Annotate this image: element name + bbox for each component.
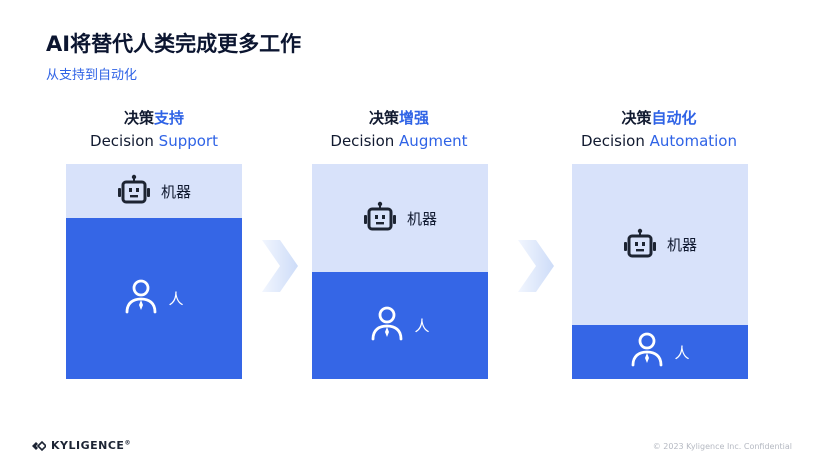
copyright-text: © 2023 Kyligence Inc. Confidential <box>652 442 792 451</box>
human-label: 人 <box>414 317 430 335</box>
human-section: 人 <box>312 272 488 379</box>
human-section: 人 <box>572 325 748 379</box>
heading-en-accent: Support <box>158 132 218 150</box>
machine-label: 机器 <box>406 209 437 228</box>
robot-icon <box>363 201 397 235</box>
heading-zh-accent: 自动化 <box>651 109 697 127</box>
column-heading-support: 决策支持 Decision Support <box>59 108 249 152</box>
heading-zh: 决策支持 <box>59 108 249 128</box>
chevron-right-arrow-icon <box>262 240 298 292</box>
machine-section: 机器 <box>312 164 488 272</box>
machine-row: 机器 <box>572 228 748 262</box>
heading-en: Decision Support <box>59 130 249 152</box>
heading-zh-prefix: 决策 <box>621 109 652 127</box>
heading-en-accent: Automation <box>649 132 737 150</box>
human-label: 人 <box>674 343 690 362</box>
heading-en-accent: Augment <box>399 132 468 150</box>
panel-automation: 机器 人 <box>572 164 748 379</box>
footer-logo: KYLIGENCE® <box>32 439 131 452</box>
machine-section: 机器 <box>66 164 242 218</box>
heading-zh-prefix: 决策 <box>123 109 154 127</box>
heading-zh-accent: 支持 <box>154 109 185 127</box>
person-icon <box>630 332 664 372</box>
brand-name: KYLIGENCE® <box>51 439 131 452</box>
panel-support: 机器 人 <box>66 164 242 379</box>
machine-section: 机器 <box>572 164 748 325</box>
slide-title: AI将替代人类完成更多工作 <box>46 32 302 56</box>
machine-row: 机器 <box>66 174 242 208</box>
column-heading-augment: 决策增强 Decision Augment <box>304 108 494 152</box>
heading-en-prefix: Decision <box>90 132 159 150</box>
heading-zh-accent: 增强 <box>399 109 430 127</box>
heading-zh-prefix: 决策 <box>368 109 399 127</box>
machine-label: 机器 <box>666 236 697 254</box>
human-label: 人 <box>168 290 184 308</box>
panel-augment: 机器 人 <box>312 164 488 379</box>
machine-row: 机器 <box>312 201 488 235</box>
heading-en: Decision Augment <box>304 130 494 152</box>
human-row: 人 <box>66 279 242 319</box>
registered-mark: ® <box>124 439 131 447</box>
kyligence-logo-icon <box>32 440 46 451</box>
person-icon <box>124 279 158 319</box>
brand-text: KYLIGENCE <box>51 439 125 452</box>
chevron-right-arrow-icon <box>518 240 554 292</box>
heading-en: Decision Automation <box>564 130 754 152</box>
slide-subtitle: 从支持到自动化 <box>46 68 138 83</box>
human-row: 人 <box>572 332 748 372</box>
human-row: 人 <box>312 306 488 346</box>
column-heading-automation: 决策自动化 Decision Automation <box>564 108 754 152</box>
heading-zh: 决策增强 <box>304 108 494 128</box>
heading-en-prefix: Decision <box>330 132 400 150</box>
human-section: 人 <box>66 218 242 379</box>
machine-label: 机器 <box>160 182 191 201</box>
robot-icon <box>117 174 151 208</box>
person-icon <box>370 306 404 346</box>
heading-en-prefix: Decision <box>580 132 650 150</box>
robot-icon <box>623 228 657 262</box>
heading-zh: 决策自动化 <box>564 108 754 128</box>
